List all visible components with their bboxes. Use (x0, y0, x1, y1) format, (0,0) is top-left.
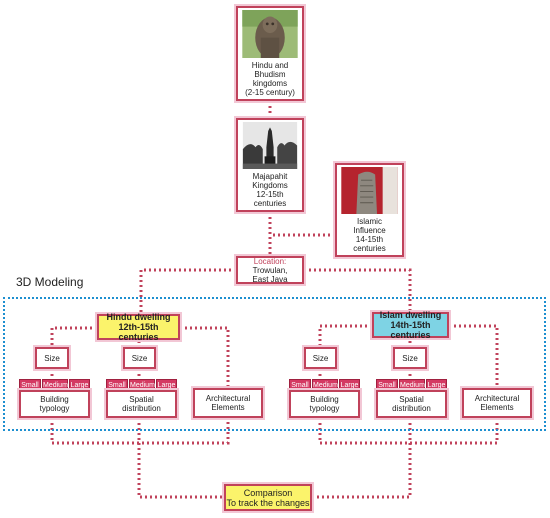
islam-architectural-elements-box: Architectural Elements (462, 388, 532, 418)
hindu-building-typology-box: Building typology (19, 390, 90, 418)
islam-spatial-distribution-label: Spatial distribution (392, 395, 431, 413)
comparison-title: Comparison (243, 487, 293, 498)
hindu-cat-large: Large (69, 379, 90, 390)
islam-cat-small: Small (289, 379, 311, 390)
islam-size-box-2: Size (393, 347, 427, 369)
location-box: Location: Trowulan, East Java (236, 256, 304, 284)
hindu-spatial-distribution-box: Spatial distribution (106, 390, 177, 418)
islam-architectural-elements-label: Architectural Elements (474, 394, 520, 412)
islam-dwelling-box: Islam dwelling 14th-15th centuries (372, 310, 449, 340)
islam-dwelling-title: Islam dwelling (379, 310, 442, 320)
islam-building-typology-box: Building typology (289, 390, 360, 418)
inscribed-stone-photo (341, 167, 398, 214)
stone-statue-photo (242, 10, 298, 58)
hindu-dwelling-box: Hindu dwelling 12th-15th centuries (97, 312, 180, 342)
connector-hindu-bottom (50, 418, 230, 445)
hindu-kingdoms-box: Hindu and Bhudism kingdoms (2-15 century… (236, 6, 304, 101)
connector-to-comparison (137, 443, 412, 499)
islam-cat2-medium: Medium (399, 379, 425, 390)
hindu-architectural-elements-box: Architectural Elements (193, 388, 263, 418)
islam-dwelling-period: 14th-15th centuries (390, 320, 431, 340)
connector-location-split-right (304, 268, 412, 312)
islam-cat-medium: Medium (312, 379, 338, 390)
hindu-size-label-2: Size (131, 353, 148, 363)
location-place: Trowulan, East Java (252, 265, 288, 284)
comparison-box: Comparison To track the changes (224, 484, 312, 511)
hindu-size-box-2: Size (123, 347, 156, 369)
islam-cat-large: Large (339, 379, 360, 390)
islamic-influence-box: Islamic Influence 14-15th centuries (335, 163, 404, 257)
majapahit-box: Majapahit Kingdoms 12-15th centuries (236, 118, 304, 212)
modeling-frame (3, 297, 546, 431)
hindu-cat2-small: Small (106, 379, 128, 390)
hindu-size-label: Size (44, 353, 60, 363)
islam-building-typology-label: Building typology (309, 395, 340, 413)
hindu-spatial-distribution-label: Spatial distribution (122, 395, 161, 413)
hindu-cat2-large: Large (156, 379, 177, 390)
hindu-building-typology-label: Building typology (39, 395, 70, 413)
hindu-dwelling-period: 12th-15th centuries (118, 322, 159, 342)
islam-size-box: Size (304, 347, 337, 369)
hindu-architectural-elements-label: Architectural Elements (205, 394, 251, 412)
comparison-subtitle: To track the changes (226, 497, 310, 508)
temple-photo (242, 122, 298, 169)
connector-size-to-cats (50, 369, 412, 379)
modeling-title: 3D Modeling (16, 275, 84, 289)
hindu-kingdoms-label: Hindu and Bhudism kingdoms (2-15 century… (245, 61, 295, 97)
islam-cat2-small: Small (376, 379, 398, 390)
connector-islam-bottom (318, 418, 499, 445)
islam-cat2-large: Large (426, 379, 447, 390)
hindu-cat2-medium: Medium (129, 379, 155, 390)
hindu-cat-medium: Medium (42, 379, 68, 390)
connector-location-split (139, 268, 236, 314)
hindu-dwelling-title: Hindu dwelling (106, 312, 171, 322)
location-title: Location: (253, 256, 287, 266)
islam-size-label: Size (312, 353, 329, 363)
majapahit-label: Majapahit Kingdoms 12-15th centuries (252, 172, 288, 208)
hindu-cat-small: Small (19, 379, 41, 390)
hindu-size-box: Size (35, 347, 69, 369)
islam-size-label-2: Size (402, 353, 418, 363)
islam-spatial-distribution-box: Spatial distribution (376, 390, 447, 418)
islamic-influence-label: Islamic Influence 14-15th centuries (353, 217, 386, 253)
